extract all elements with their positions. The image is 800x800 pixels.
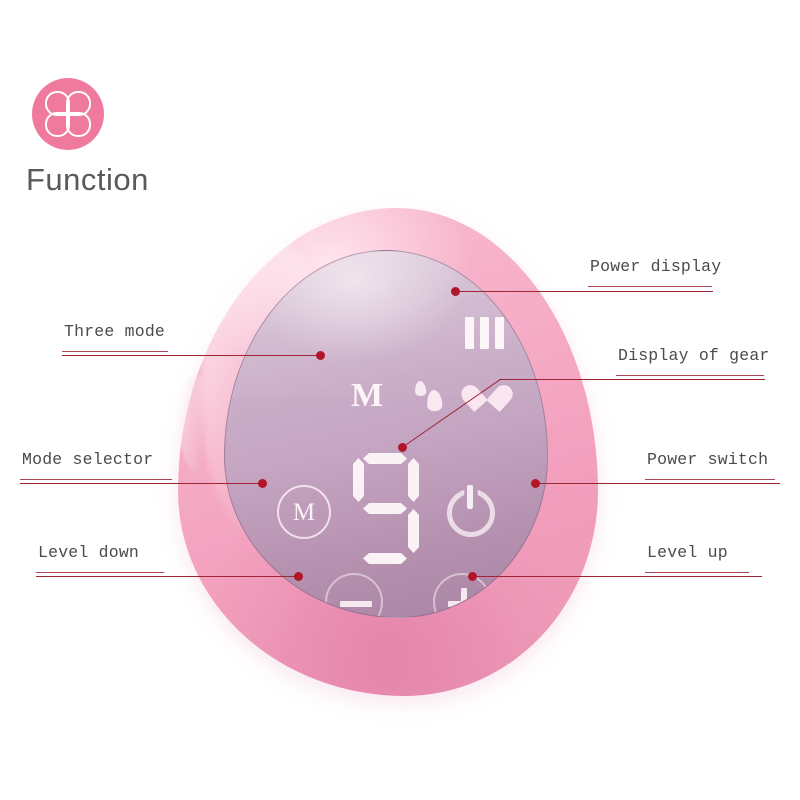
clover-petal-top-right [66, 91, 91, 116]
annotation-label-level-down: Level down [38, 543, 140, 562]
droplet-small [414, 380, 427, 397]
device-illustration: M M [178, 208, 598, 696]
annotation-label-three-mode: Three mode [64, 322, 166, 341]
gear-digit-display [353, 453, 419, 565]
annotation-underline-display-of-gear [616, 375, 764, 376]
battery-bar-1 [465, 317, 474, 349]
clover-petal-bottom-left [45, 112, 70, 137]
annotation-dot-display-of-gear [398, 443, 407, 452]
annotation-label-power-display: Power display [590, 257, 722, 276]
power-switch-button[interactable] [443, 483, 499, 539]
annotation-label-mode-selector: Mode selector [22, 450, 154, 469]
segment-c [408, 509, 419, 553]
clover-petal-bottom-right [66, 112, 91, 137]
annotation-underline-three-mode [62, 351, 168, 352]
annotation-leader-level-down [36, 576, 298, 577]
annotation-label-level-up: Level up [647, 543, 728, 562]
page-title: Function [26, 162, 149, 197]
annotation-underline-level-down [36, 572, 164, 573]
annotation-dot-mode-selector [258, 479, 267, 488]
annotation-leader-display-of-gear [499, 379, 765, 380]
segment-g [363, 503, 407, 514]
annotation-dot-level-down [294, 572, 303, 581]
annotation-dot-power-switch [531, 479, 540, 488]
power-icon-stem [467, 485, 473, 509]
clover-petal-top-left [45, 91, 70, 116]
segment-f [353, 458, 364, 502]
annotation-label-power-switch: Power switch [647, 450, 769, 469]
annotation-leader-three-mode [62, 355, 320, 356]
level-up-button[interactable] [433, 573, 491, 617]
annotation-leader-level-up [472, 576, 762, 577]
annotation-leader-power-display [455, 291, 713, 292]
annotation-dot-three-mode [316, 351, 325, 360]
battery-bars-icon [465, 317, 509, 349]
level-down-button[interactable] [325, 573, 383, 617]
circled-minus-icon [340, 601, 372, 607]
droplet-large [426, 389, 443, 412]
battery-bar-2 [480, 317, 489, 349]
circled-plus-icon-vertical [461, 588, 467, 617]
battery-bar-3 [495, 317, 504, 349]
header: Function [26, 78, 346, 208]
annotation-underline-power-switch [645, 479, 775, 480]
annotation-leader-power-switch [535, 483, 780, 484]
segment-b [408, 458, 419, 502]
annotation-underline-level-up [645, 572, 749, 573]
circled-m-icon: M [292, 499, 316, 526]
mode-selector-button[interactable]: M [277, 485, 331, 539]
annotation-label-display-of-gear: Display of gear [618, 346, 770, 365]
water-droplets-icon [414, 380, 451, 413]
mode-indicator-letter: M [351, 377, 384, 414]
segment-d [363, 553, 407, 564]
annotation-dot-power-display [451, 287, 460, 296]
device-side-notch [180, 376, 206, 472]
annotation-underline-mode-selector [20, 479, 172, 480]
segment-a [363, 453, 407, 464]
clover-four-petal-icon [32, 78, 104, 150]
annotation-leader-mode-selector [20, 483, 262, 484]
annotation-dot-level-up [468, 572, 477, 581]
annotation-underline-power-display [588, 286, 712, 287]
